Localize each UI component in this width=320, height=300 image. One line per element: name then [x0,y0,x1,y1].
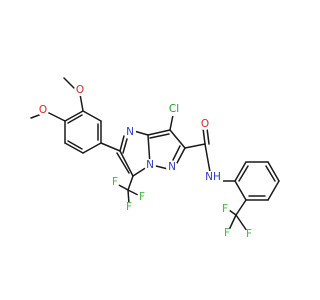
atom-fluorine: F [246,228,252,240]
bond [206,127,210,145]
structure-svg: O O N N N NH O Cl F F F F F F [30,77,280,240]
bond [122,138,128,154]
bond [64,142,84,154]
bond [147,129,171,136]
bond [228,214,237,231]
bond [267,161,280,182]
bond [79,93,84,112]
bond [127,175,134,191]
atom-fluorine: F [224,227,230,239]
atom-chlorine: Cl [169,103,179,115]
bond [184,143,206,149]
bond [119,135,125,152]
bond [235,214,248,232]
bond [149,133,170,139]
bond [100,142,121,152]
atom-fluorine: F [112,176,118,188]
bond [202,127,206,145]
bond [119,150,134,177]
bond [176,147,186,164]
atom-fluorine: F [222,203,228,215]
bond [116,152,130,174]
bond [235,199,247,216]
bond [169,129,186,149]
bond [204,143,211,173]
bond [67,114,83,124]
bond [133,130,149,136]
atom-nitrogen-pyrimidine: N [126,126,134,138]
atom-nitrogen-bridge: N [146,159,154,171]
bond [238,165,249,182]
atom-nitrogen-pyrazole: N [168,161,176,173]
bond [64,110,84,122]
bond [234,180,247,201]
bond [127,189,130,205]
atom-fluorine: F [139,191,145,203]
atom-oxygen-upper: O [76,84,84,96]
bond [82,110,102,122]
atom-labels: O O N N N NH O Cl F F F F F F [37,84,254,240]
bond [169,114,174,131]
bond [172,145,181,161]
bond [46,111,66,122]
bond [82,142,102,154]
bond [267,180,280,201]
bond [67,140,83,150]
molecule-diagram: O O N N N NH O Cl F F F F F F [30,77,280,240]
atom-amide-nh: NH [205,171,221,183]
atom-oxygen-lower: O [39,104,47,116]
atom-fluorine: F [126,201,132,213]
bond [234,161,247,182]
bond [228,209,237,216]
bond [265,165,276,182]
bonds [30,77,280,232]
bond [155,165,169,170]
atom-oxygen-amide: O [201,118,209,130]
